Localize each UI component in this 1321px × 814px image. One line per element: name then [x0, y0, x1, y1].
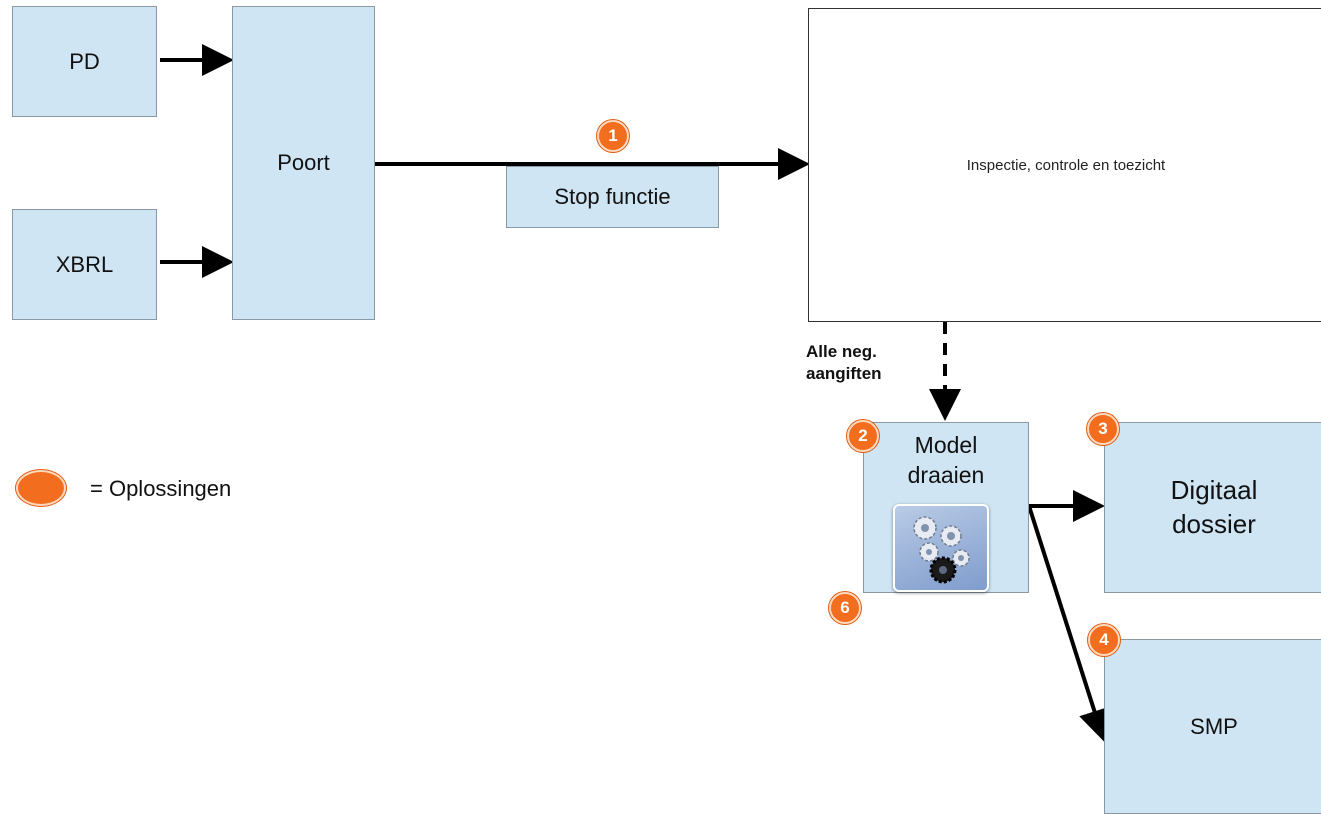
- node-xbrl-label: XBRL: [55, 251, 114, 277]
- edge-label-line2: aangiften: [806, 364, 882, 384]
- node-stop-functie: Stop functie: [506, 166, 719, 228]
- edge-model-smp: [1027, 505, 1110, 742]
- legend-text: = Oplossingen: [90, 476, 232, 501]
- edge-label-negatieve-aangiften: Alle neg. aangiften: [806, 341, 882, 385]
- badge-digitaal: 3: [1087, 413, 1119, 445]
- node-inspectie-label: Inspectie, controle en toezicht: [966, 156, 1166, 174]
- node-stop-functie-label: Stop functie: [554, 184, 671, 209]
- badge-smp: 4: [1088, 624, 1120, 656]
- node-digitaal-label-line1: Digitaal: [1170, 474, 1258, 505]
- node-xbrl: XBRL: [12, 209, 157, 320]
- node-model-label-line1: Model: [914, 432, 978, 458]
- edge-label-line1: Alle neg.: [806, 342, 877, 361]
- node-poort-label: Poort: [277, 150, 330, 175]
- badge-stop-functie: 1: [597, 120, 629, 152]
- badge-model-top: 2: [847, 420, 879, 452]
- badge-model-bottom: 6: [829, 592, 861, 624]
- node-inspectie: Inspectie, controle en toezicht: [808, 8, 1321, 322]
- node-pd: PD: [12, 6, 157, 117]
- node-smp: SMP: [1104, 639, 1321, 814]
- node-digitaal-label-line2: dossier: [1172, 508, 1256, 539]
- gears-icon: [893, 504, 989, 592]
- legend-dot: [16, 470, 66, 506]
- node-smp-label: SMP: [1190, 713, 1238, 739]
- node-poort: Poort: [232, 6, 375, 320]
- node-model-label-line2: draaien: [907, 461, 985, 488]
- node-pd-label: PD: [69, 48, 100, 74]
- node-digitaal-dossier: Digitaal dossier: [1104, 422, 1321, 593]
